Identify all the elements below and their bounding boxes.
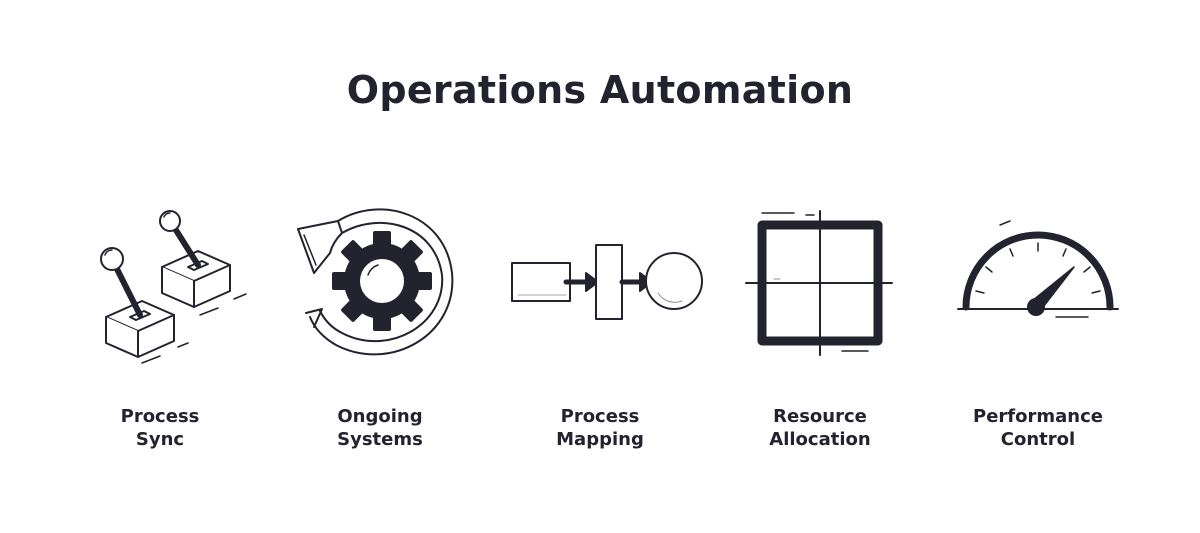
process-flow-icon	[490, 195, 710, 365]
label-process-sync: Process Sync	[120, 406, 200, 450]
gear-cycle-icon	[270, 195, 490, 365]
label-process-mapping: Process Mapping	[556, 406, 644, 450]
label-resource-allocation: Resource Allocation	[769, 406, 871, 450]
joystick-levers-icon	[50, 195, 270, 365]
label-performance-control: Performance Control	[973, 406, 1103, 450]
label-ongoing-systems: Ongoing Systems	[337, 406, 423, 450]
grid-square-icon	[710, 195, 930, 365]
page-title: Operations Automation	[346, 68, 854, 112]
speedometer-icon	[928, 195, 1148, 365]
